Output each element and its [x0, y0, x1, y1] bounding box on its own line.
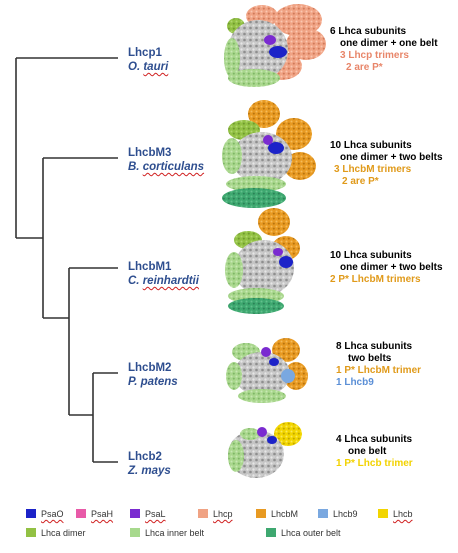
protein-name: LhcbM2: [128, 362, 172, 374]
description-2: 10 Lhca subunits one dimer + two belts 3…: [330, 140, 443, 188]
trimer-count: 3 Lhcp trimers: [340, 50, 409, 61]
description-5: 4 Lhca subunits one belt 1 P* Lhcb trime…: [336, 434, 413, 470]
structure-p-patens: [226, 338, 308, 403]
lhcb9-count: 1 Lhcb9: [336, 377, 374, 388]
trimer-count: 3 LhcbM trimers: [334, 164, 412, 175]
organism-name: B. corticulans: [128, 161, 205, 173]
species-label-5: Lhcb2 Z. mays: [128, 450, 171, 478]
lhca-arrangement: one belt: [348, 446, 387, 457]
trimer-count: 1 P* Lhcb trimer: [336, 458, 413, 469]
description-4: 8 Lhca subunits two belts 1 P* LhcbM tri…: [336, 341, 421, 389]
structure-c-reinhardtii: [225, 208, 300, 314]
trimer-count: 2 P* LhcbM trimers: [330, 274, 421, 285]
protein-name: LhcbM1: [128, 261, 172, 273]
species-label-3: LhcbM1 C. reinhardtii: [128, 260, 199, 288]
lhca-arrangement: one dimer + two belts: [340, 262, 443, 273]
structure-b-corticulans: [222, 100, 316, 208]
lhca-arrangement: two belts: [348, 353, 392, 364]
species-label-2: LhcbM3 B. corticulans: [128, 146, 204, 174]
lhca-arrangement: one dimer + one belt: [340, 38, 438, 49]
organism-name: Z. mays: [128, 465, 171, 477]
lhca-count: 8 Lhca subunits: [336, 341, 413, 352]
phospho-note: 2 are P*: [346, 62, 383, 73]
protein-name: LhcbM3: [128, 147, 172, 159]
lhca-count: 4 Lhca subunits: [336, 434, 413, 445]
species-label-4: LhcbM2 P. patens: [128, 361, 178, 389]
lhca-count: 6 Lhca subunits: [330, 26, 407, 37]
description-1: 6 Lhca subunits one dimer + one belt 3 L…: [330, 26, 438, 74]
structure-z-mays: [228, 422, 302, 478]
organism-name: O. tauri: [128, 61, 169, 73]
protein-name: Lhcp1: [128, 47, 162, 59]
phospho-note: 2 are P*: [342, 176, 379, 187]
species-label-1: Lhcp1 O. tauri: [128, 46, 168, 74]
protein-name: Lhcb2: [128, 451, 162, 463]
lhca-count: 10 Lhca subunits: [330, 250, 412, 261]
trimer-count: 1 P* LhcbM trimer: [336, 365, 422, 376]
structure-o-tauri: [224, 4, 326, 87]
description-3: 10 Lhca subunits one dimer + two belts 2…: [330, 250, 443, 286]
organism-name: C. reinhardtii: [128, 275, 199, 287]
lhca-arrangement: one dimer + two belts: [340, 152, 443, 163]
organism-name: P. patens: [128, 376, 178, 388]
lhca-count: 10 Lhca subunits: [330, 140, 412, 151]
